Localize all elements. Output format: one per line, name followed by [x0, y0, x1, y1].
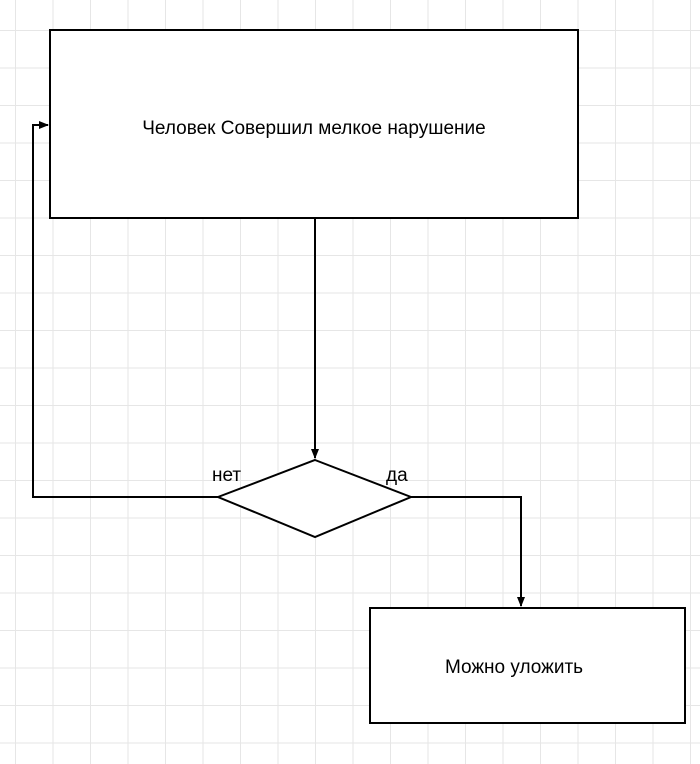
edge-yes	[411, 496, 525, 607]
start-node-label: Человек Совершил мелкое нарушение	[142, 118, 485, 139]
start-node[interactable]: Человек Совершил мелкое нарушение	[49, 29, 579, 219]
end-node[interactable]: Можно уложить	[369, 607, 686, 724]
edge-no-loop	[32, 121, 218, 498]
edge-yes-label: да	[386, 465, 408, 486]
decision-node[interactable]	[215, 458, 414, 539]
edge-no-label: нет	[212, 465, 241, 486]
end-node-label: Можно уложить	[445, 657, 583, 678]
